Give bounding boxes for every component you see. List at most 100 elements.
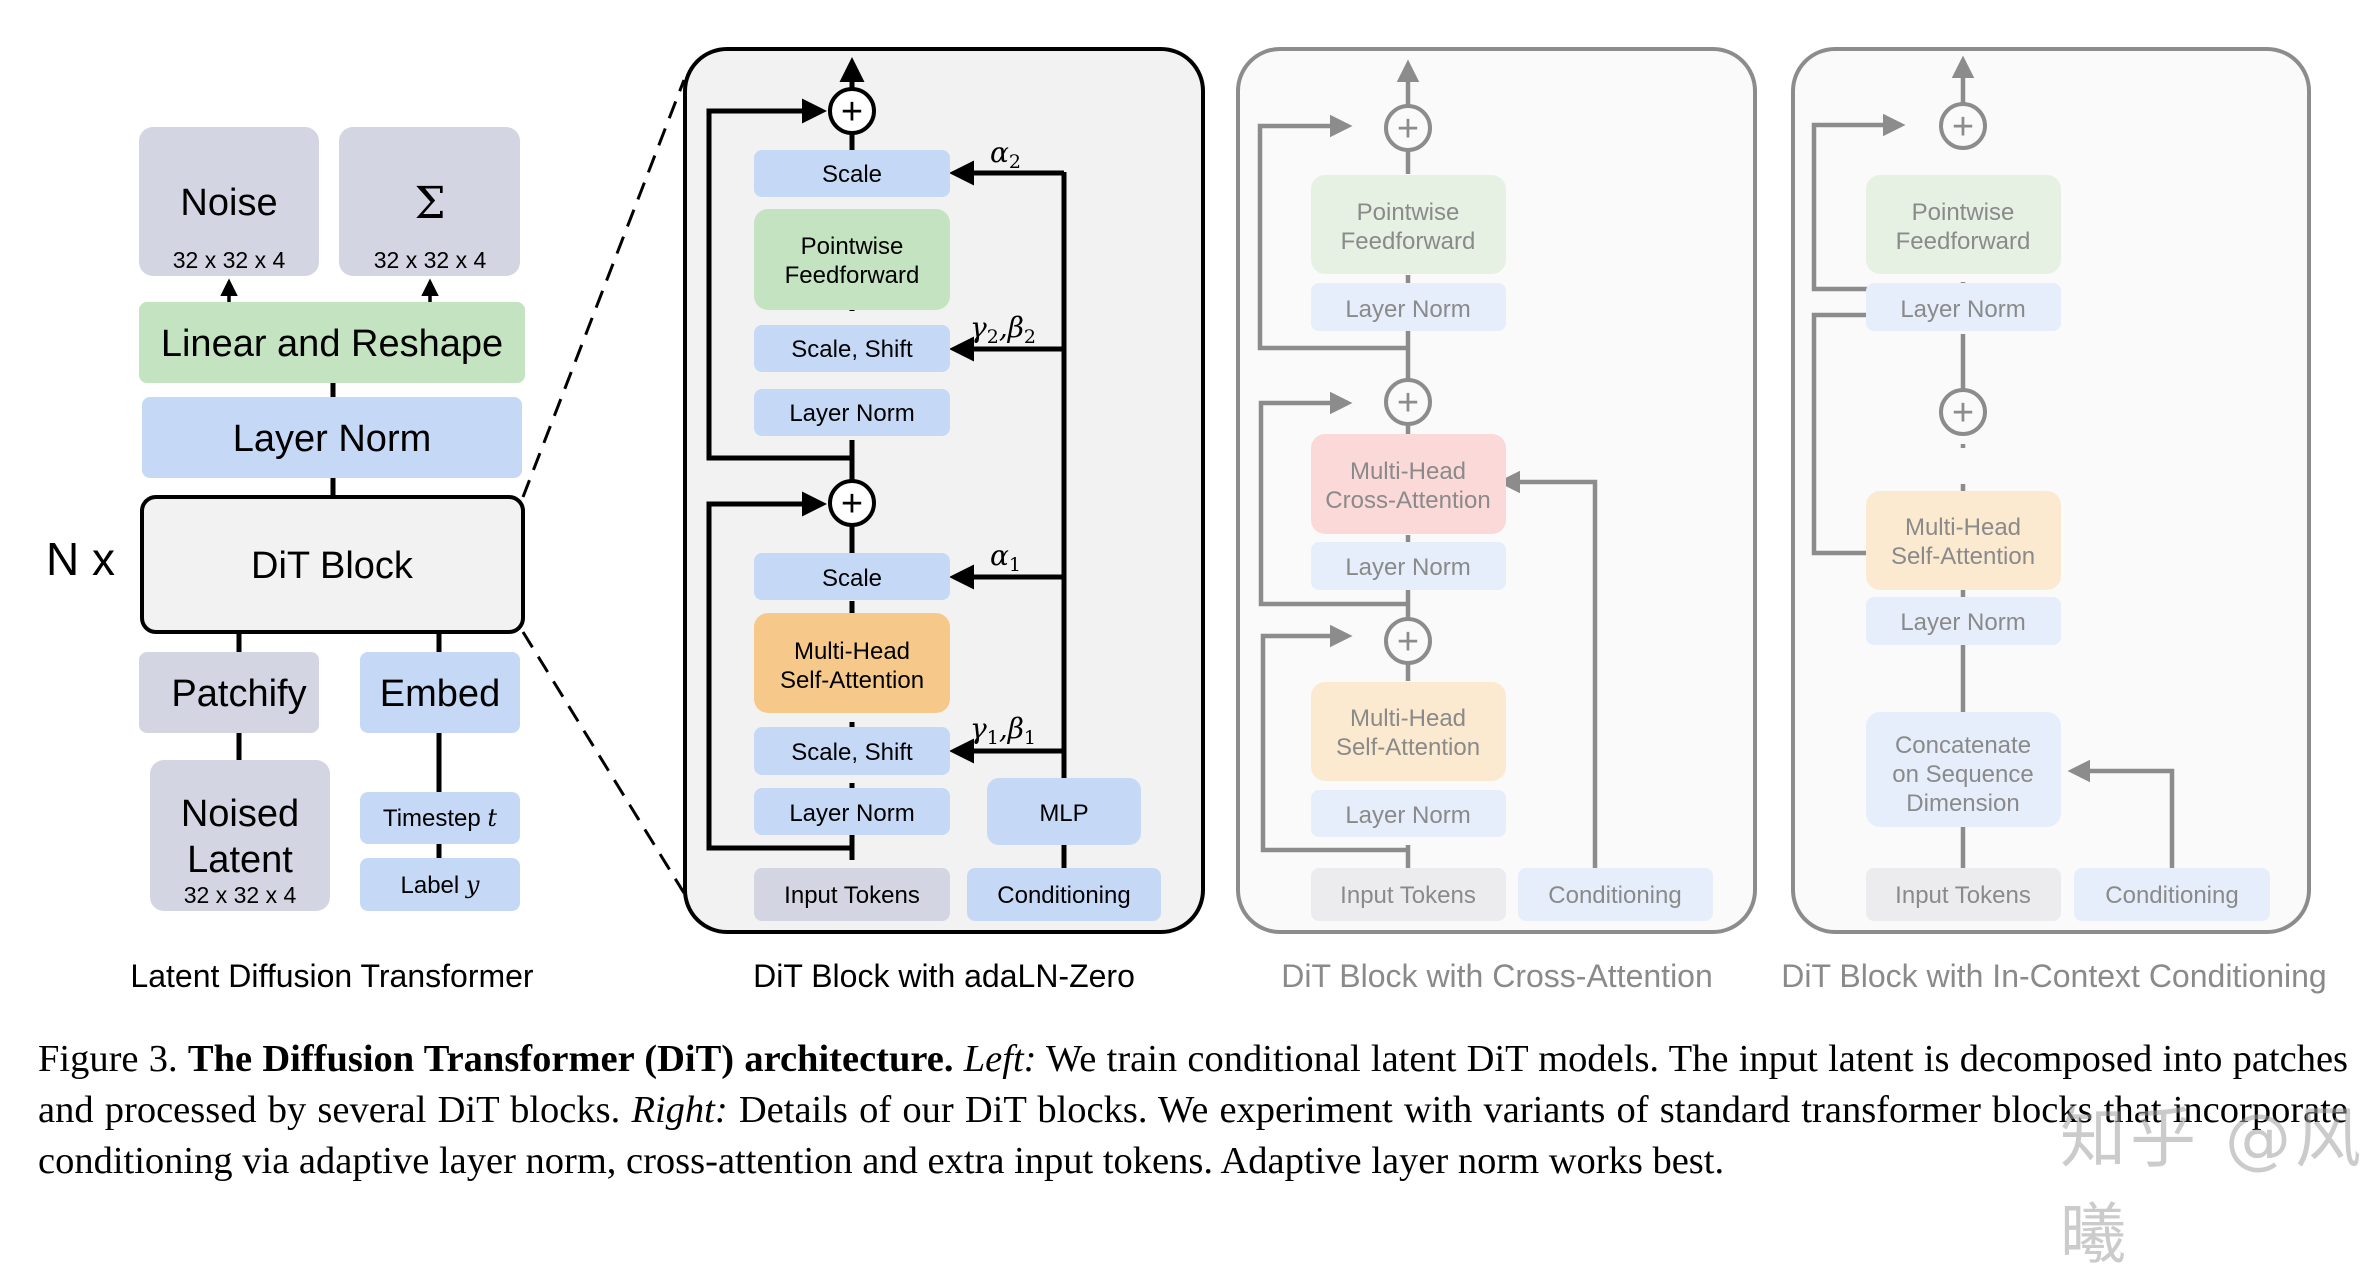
layer-norm-top-box xyxy=(1311,283,1506,331)
linear-reshape-label: Linear and Reshape xyxy=(161,323,503,365)
concat-line2: on Sequence xyxy=(1892,761,2033,788)
right-description: Details of our DiT blocks. We experiment… xyxy=(38,1089,2349,1182)
mhsa-box xyxy=(754,613,950,713)
conditioning-box xyxy=(967,868,1161,921)
residual-path-ffn xyxy=(1257,114,1408,351)
ffn-line1: Pointwise xyxy=(1357,199,1460,226)
timestep-box xyxy=(360,792,520,844)
layer-norm-top-label: Layer Norm xyxy=(789,400,914,427)
residual-add-mid xyxy=(1384,378,1432,426)
mhca-line1: Multi-Head xyxy=(1350,458,1466,485)
final-layer-norm-label: Layer Norm xyxy=(233,418,432,460)
conditioning-box xyxy=(2074,868,2270,921)
concat-box xyxy=(1866,712,2061,827)
conditioning-label: Conditioning xyxy=(2105,882,2238,909)
input-tokens-box xyxy=(1866,868,2061,921)
mhsa-box xyxy=(1866,491,2061,590)
cross-attn-panel-caption: DiT Block with Cross-Attention xyxy=(1281,958,1713,994)
ffn-line2: Feedforward xyxy=(785,262,920,289)
noised-latent-line1: Noised xyxy=(181,793,299,835)
layer-norm-bottom-label: Layer Norm xyxy=(1345,802,1470,829)
mhsa-line1: Multi-Head xyxy=(1905,514,2021,541)
input-tokens-label: Input Tokens xyxy=(1895,882,2031,909)
figure-title: The Diffusion Transformer (DiT) architec… xyxy=(187,1038,954,1080)
in-context-panel: + + Pointwise Feedforward Layer Norm Mul… xyxy=(1781,47,2327,994)
residual-add-top xyxy=(828,87,876,135)
final-layer-norm-box xyxy=(142,397,522,478)
noised-latent-line2: Latent xyxy=(187,839,293,881)
cross-attention-panel: + + + Pointwise Feedforward Layer Norm M… xyxy=(1236,47,1757,994)
timestep-var: t xyxy=(487,804,497,832)
zoom-dashed-line-bottom xyxy=(521,631,686,894)
noised-latent-box xyxy=(150,760,330,911)
zoom-dashed-line-top xyxy=(521,79,686,498)
gamma1-beta1-label: γ1,β1 xyxy=(970,712,1036,749)
adaln-zero-panel: + + Scale Pointwise Feedforward Scale, S… xyxy=(683,47,1205,994)
figure-caption: Figure 3. The Diffusion Transformer (DiT… xyxy=(38,1034,2348,1187)
embed-label: Embed xyxy=(380,673,500,715)
linear-reshape-box xyxy=(139,302,525,383)
residual-add-top xyxy=(1384,104,1432,152)
ffn-box xyxy=(1866,175,2061,274)
concat-line1: Concatenate xyxy=(1895,732,2031,759)
mhsa-line1: Multi-Head xyxy=(794,638,910,665)
conditioning-box xyxy=(1518,868,1713,921)
plus-icon: + xyxy=(841,483,863,525)
timestep-label: Timestep t xyxy=(383,804,497,832)
conditioning-label: Conditioning xyxy=(1548,882,1681,909)
ffn-line1: Pointwise xyxy=(801,233,904,260)
dit-block-box xyxy=(140,495,525,634)
mhca-box xyxy=(1311,434,1506,534)
noise-shape: 32 x 32 x 4 xyxy=(173,247,286,273)
scale-bottom-label: Scale xyxy=(822,565,882,592)
layer-norm-bottom-label: Layer Norm xyxy=(1900,609,2025,636)
ffn-line2: Feedforward xyxy=(1896,228,2031,255)
mhsa-line1: Multi-Head xyxy=(1350,705,1466,732)
mhsa-box xyxy=(1311,682,1506,781)
conditioning-to-concat-arrow xyxy=(2067,759,2175,868)
sigma-shape: 32 x 32 x 4 xyxy=(374,247,487,273)
layer-norm-bottom-box xyxy=(754,788,950,835)
noised-latent-shape: 32 x 32 x 4 xyxy=(184,882,297,908)
scale-shift-top-label: Scale, Shift xyxy=(791,336,913,363)
left-panel-caption: Latent Diffusion Transformer xyxy=(130,958,534,994)
residual-add-bottom xyxy=(1384,617,1432,665)
plus-icon: + xyxy=(1952,106,1974,148)
scale-top-label: Scale xyxy=(822,161,882,188)
scale-shift-bottom-box xyxy=(754,727,950,775)
ffn-box xyxy=(754,209,950,310)
class-label-label: Label y xyxy=(401,871,480,899)
plus-icon: + xyxy=(1397,108,1419,150)
scale-shift-top-box xyxy=(754,325,950,372)
mhsa-line2: Self-Attention xyxy=(1891,543,2035,570)
mlp-box xyxy=(987,778,1141,845)
layer-norm-bottom-box xyxy=(1866,597,2061,645)
layer-norm-top-label: Layer Norm xyxy=(1900,296,2025,323)
dit-block-label: DiT Block xyxy=(251,545,414,587)
alpha2-label: α2 xyxy=(990,136,1021,173)
ffn-line1: Pointwise xyxy=(1912,199,2015,226)
scale-top-box xyxy=(754,150,950,197)
ffn-box xyxy=(1311,175,1506,274)
watermark: 知乎 @风曦 xyxy=(2060,1100,2365,1273)
residual-add-bottom xyxy=(1939,388,1987,436)
plus-icon: + xyxy=(1952,392,1974,434)
noise-output-box xyxy=(139,127,319,276)
class-label-var: y xyxy=(465,871,480,899)
gamma2-beta2-label: γ2,β2 xyxy=(970,311,1036,348)
layer-norm-mid-label: Layer Norm xyxy=(1345,554,1470,581)
dit-architecture-figure: Noise 32 x 32 x 4 Σ 32 x 32 x 4 Linear a… xyxy=(46,47,2327,994)
layer-norm-top-box xyxy=(754,389,950,436)
conditioning-label: Conditioning xyxy=(997,882,1130,909)
plus-icon: + xyxy=(841,91,863,133)
concat-line3: Dimension xyxy=(1906,790,2019,817)
residual-path-self-attn xyxy=(1260,624,1408,853)
mhsa-line2: Self-Attention xyxy=(780,667,924,694)
mhsa-line2: Self-Attention xyxy=(1336,734,1480,761)
sigma-output-box xyxy=(339,127,520,276)
layer-norm-top-label: Layer Norm xyxy=(1345,296,1470,323)
layer-norm-bottom-label: Layer Norm xyxy=(789,800,914,827)
in-context-panel-caption: DiT Block with In-Context Conditioning xyxy=(1781,958,2326,994)
embed-box xyxy=(360,652,520,733)
residual-path-cross-attn xyxy=(1258,391,1408,607)
